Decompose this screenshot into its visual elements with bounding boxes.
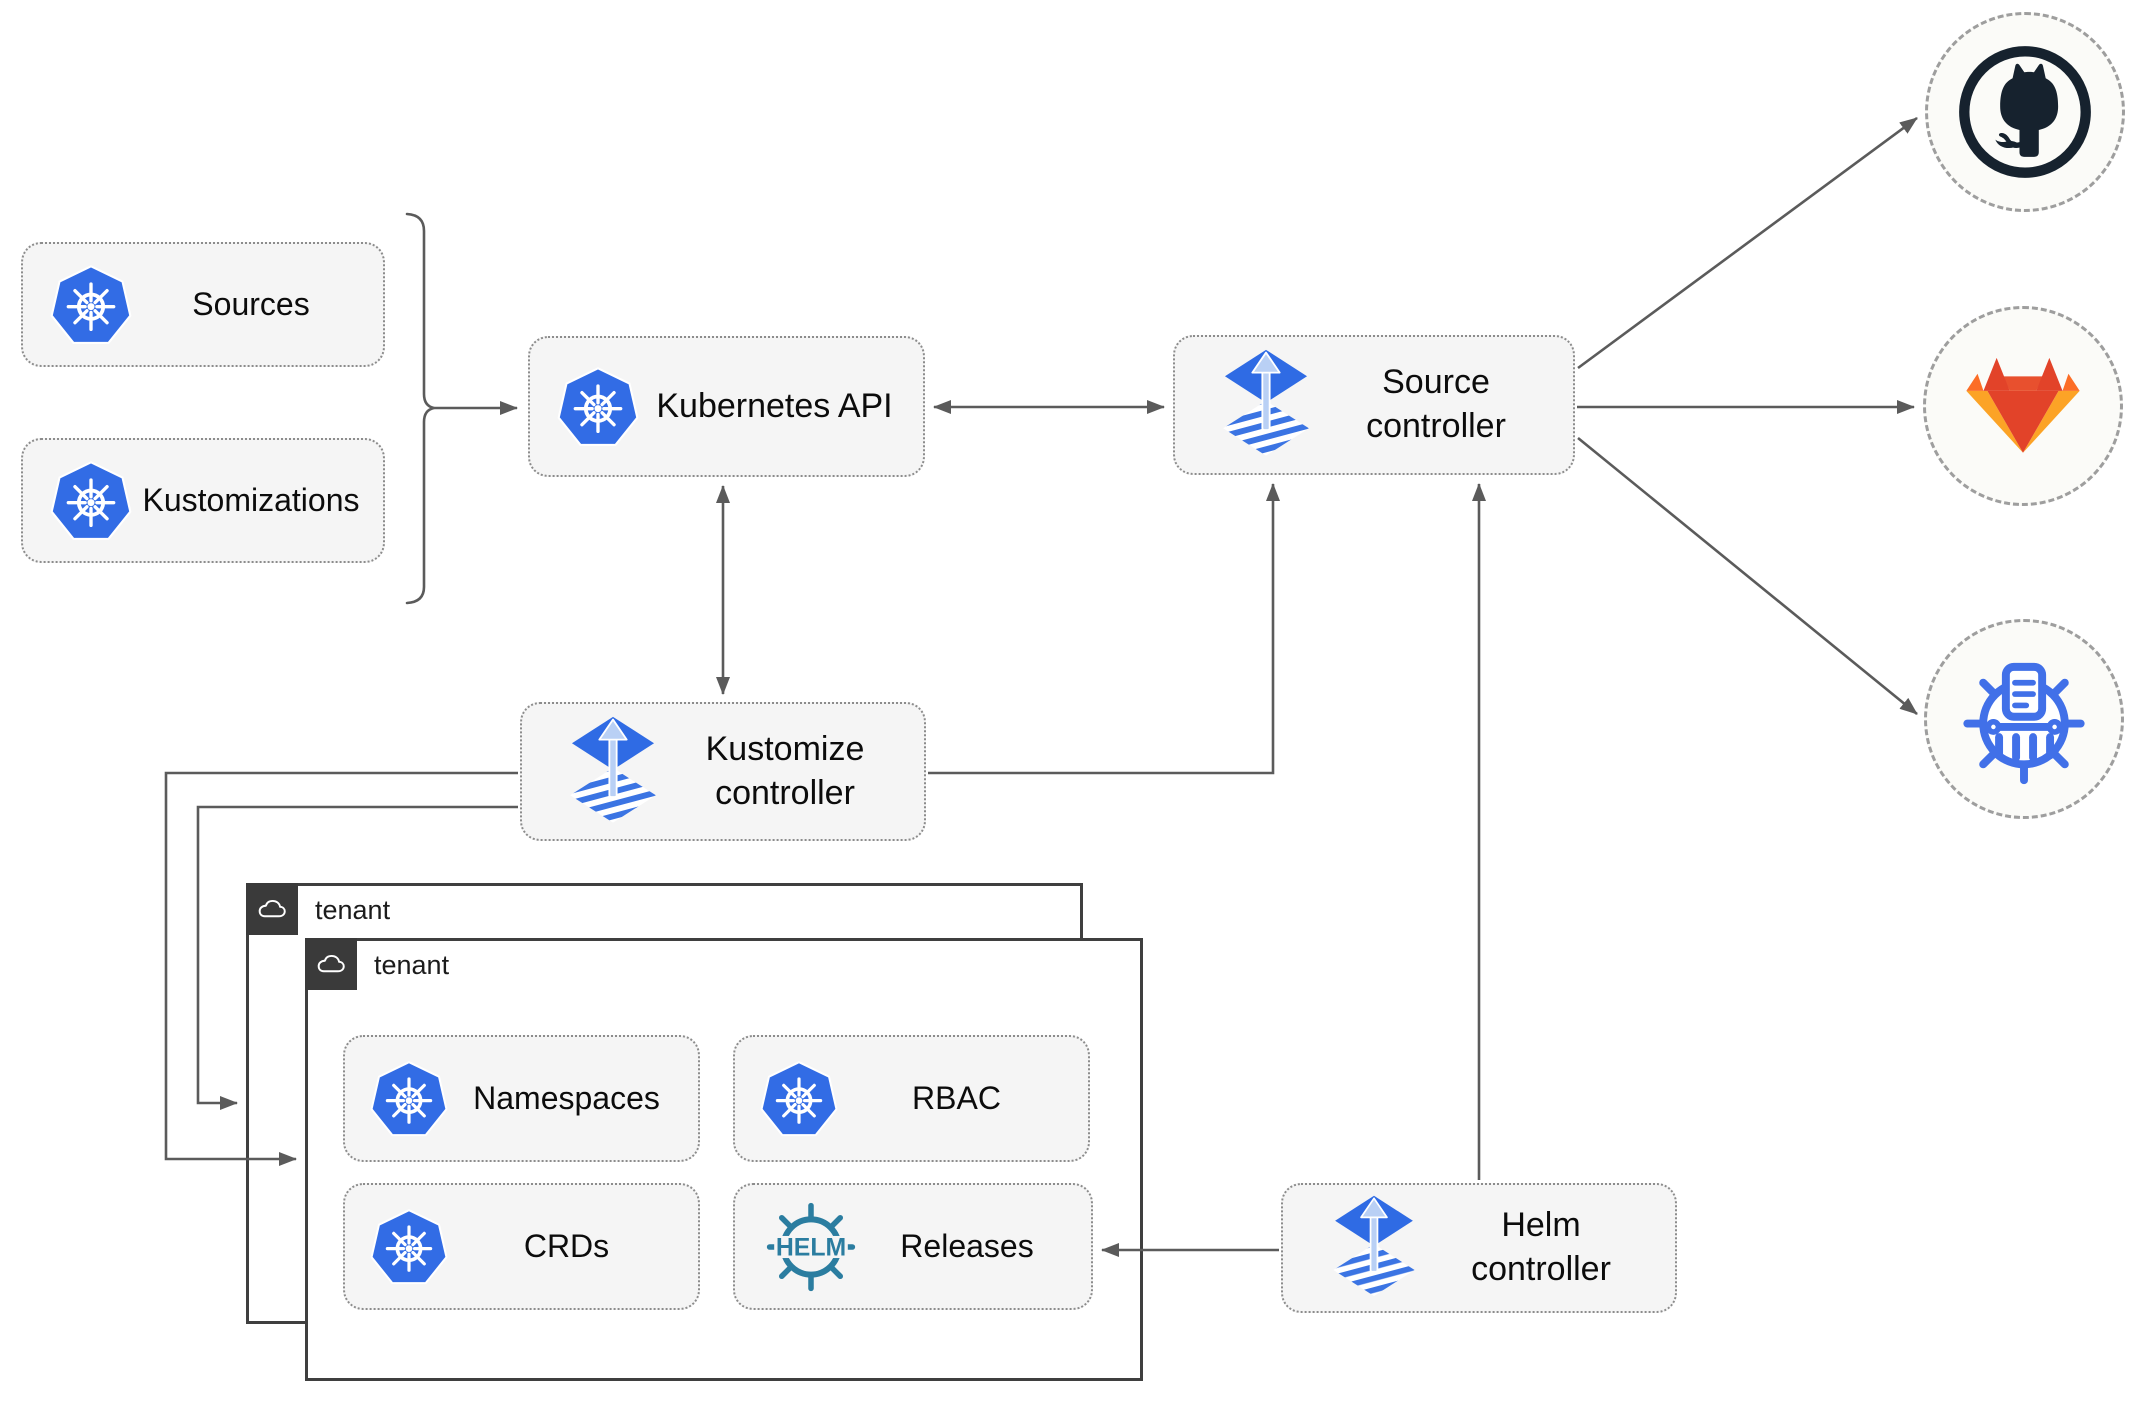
kubernetes-icon [369, 1207, 449, 1287]
node-releases: HELM Releases [733, 1183, 1093, 1310]
helm-icon: HELM [765, 1201, 857, 1293]
flux-icon [1219, 348, 1313, 462]
tenant-tab [305, 938, 357, 990]
kubernetes-icon [49, 263, 133, 347]
kubernetes-icon [556, 365, 640, 449]
flux-icon [1327, 1191, 1421, 1305]
edge-source-controller-to-chartmuseum [1577, 436, 1918, 716]
helm-wordmark: HELM [776, 1234, 846, 1261]
node-label: Releases [900, 1228, 1034, 1265]
node-kubernetes-api: Kubernetes API [528, 336, 925, 477]
kubernetes-icon [759, 1059, 839, 1139]
edge-source-controller-to-github [1577, 116, 1918, 370]
kubernetes-icon [49, 459, 133, 543]
provider-github [1925, 12, 2125, 212]
node-label: RBAC [912, 1080, 1001, 1117]
cloud-icon [314, 952, 348, 976]
node-source-controller: Source controller [1173, 335, 1575, 475]
node-kustomize-controller: Kustomize controller [520, 702, 926, 841]
node-label: Namespaces [473, 1080, 660, 1117]
provider-gitlab [1923, 306, 2123, 506]
node-helm-controller: Helm controller [1281, 1183, 1677, 1313]
node-label: Kustomizations [142, 482, 360, 519]
node-kustomizations: Kustomizations [21, 438, 385, 563]
gitlab-tanuki-icon [1957, 350, 2089, 462]
cloud-icon [255, 897, 289, 921]
tenant-label: tenant [315, 895, 391, 925]
node-label: Kustomize controller [705, 729, 865, 812]
node-label: Kubernetes API [656, 386, 893, 425]
node-crds: CRDs [343, 1183, 700, 1310]
node-namespaces: Namespaces [343, 1035, 700, 1162]
node-label: CRDs [523, 1228, 610, 1265]
provider-chartmuseum [1924, 619, 2124, 819]
edge-kustomize-controller-to-source-controller [928, 483, 1280, 775]
kubernetes-icon [369, 1059, 449, 1139]
github-octocat-icon [1956, 43, 2094, 181]
bracket-sources-kustomizations [405, 212, 435, 605]
node-sources: Sources [21, 242, 385, 367]
flux-icon [566, 715, 660, 829]
node-label: Helm controller [1471, 1206, 1611, 1288]
node-rbac: RBAC [733, 1035, 1090, 1162]
node-label: Source controller [1366, 363, 1506, 445]
chartmuseum-icon [1956, 651, 2092, 787]
node-label: Sources [192, 286, 310, 323]
tenant-tab [246, 883, 298, 935]
tenant-label: tenant [374, 950, 450, 980]
